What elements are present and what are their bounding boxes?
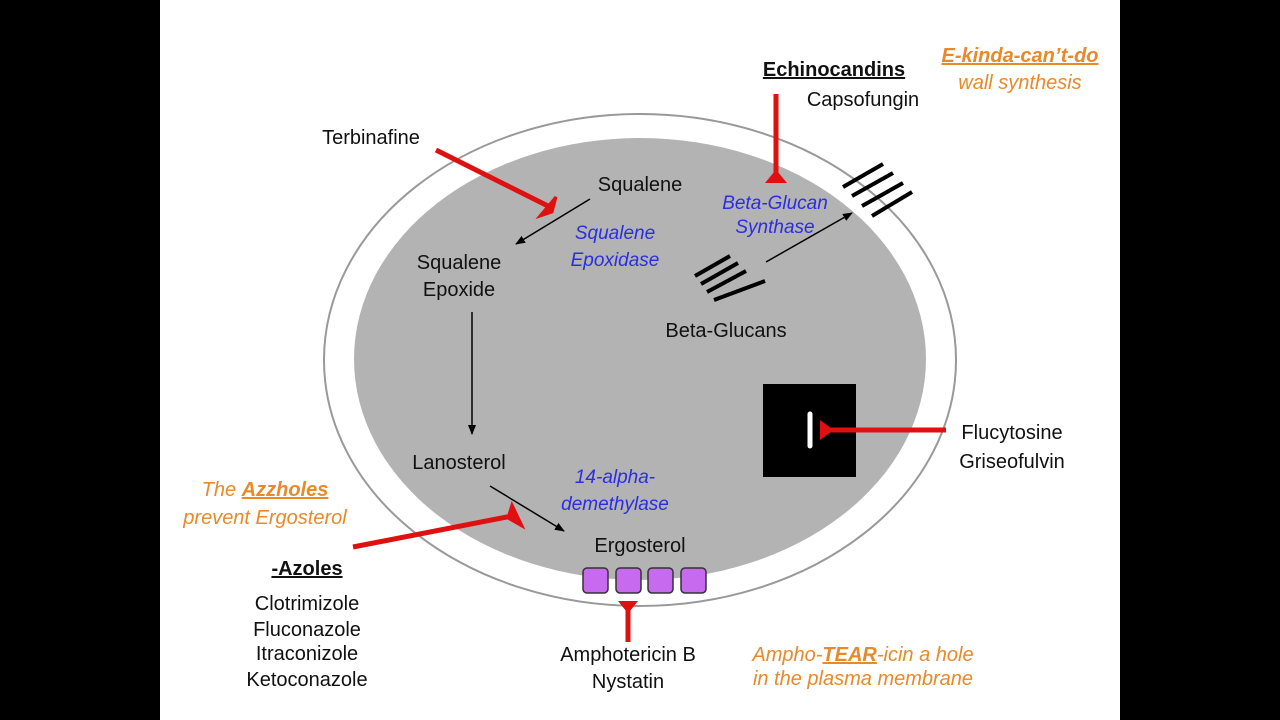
squalene-epoxide-line1: Squalene [417,252,502,274]
azole-inhibitor-bar [352,500,526,550]
beta-glucan-synthase-line2: Synthase [735,217,814,238]
mnemonic-azoles-line1: The Azzholes [202,479,329,501]
capsofungin-label: Capsofungin [807,89,919,111]
azole-drug: Itraconizole [256,643,358,665]
beta-glucans-label: Beta-Glucans [665,320,786,342]
beta-glucan-strands-interior [694,254,766,302]
mnemonic-echinocandins-line2: wall synthesis [958,72,1081,94]
terbinafine-inhibitor-bar [434,147,558,220]
mnemonic-azoles-line2: prevent Ergosterol [182,507,347,529]
demethylase-line1: 14-alpha- [575,467,655,488]
beta-glucan-synthase-line1: Beta-Glucan [722,193,828,214]
demethylase-line2: demethylase [561,494,669,515]
azoles-heading: -Azoles [271,558,342,580]
mnemonic-ampho-line2: in the plasma membrane [753,668,973,690]
lanosterol-arrow [489,485,565,532]
ergosterol-label: Ergosterol [594,535,685,557]
squalene-label: Squalene [598,174,683,196]
azole-drug: Ketoconazole [246,669,367,691]
azole-drug: Clotrimizole [255,593,359,615]
terbinafine-label: Terbinafine [322,127,420,149]
echinocandin-inhibitor-bar [765,94,787,183]
azole-drug: Fluconazole [253,619,361,641]
flucytosine-label: Flucytosine [961,422,1062,444]
squalene-epoxidase-line2: Epoxidase [571,250,660,271]
flucytosine-inhibitor-bar [820,420,946,440]
griseofulvin-label: Griseofulvin [959,451,1065,473]
ergosterol-membrane-units [582,567,707,594]
beta-glucan-arrow [765,212,853,263]
squalene-epoxide-line2: Epoxide [423,279,495,301]
mnemonic-ampho-line1: Ampho-TEAR-icin a hole [751,644,973,666]
squalene-epoxidase-line1: Squalene [575,223,655,244]
lanosterol-label: Lanosterol [412,452,505,474]
beta-glucan-strands-wall [842,162,914,218]
squalene-arrow [515,198,591,245]
nystatin-label: Nystatin [592,671,664,693]
amphotericin-label: Amphotericin B [560,644,696,666]
amphotericin-inhibitor-bar [618,601,638,642]
mnemonic-echinocandins-title: E-kinda-can’t-do [941,45,1098,67]
echinocandins-heading: Echinocandins [763,59,905,81]
